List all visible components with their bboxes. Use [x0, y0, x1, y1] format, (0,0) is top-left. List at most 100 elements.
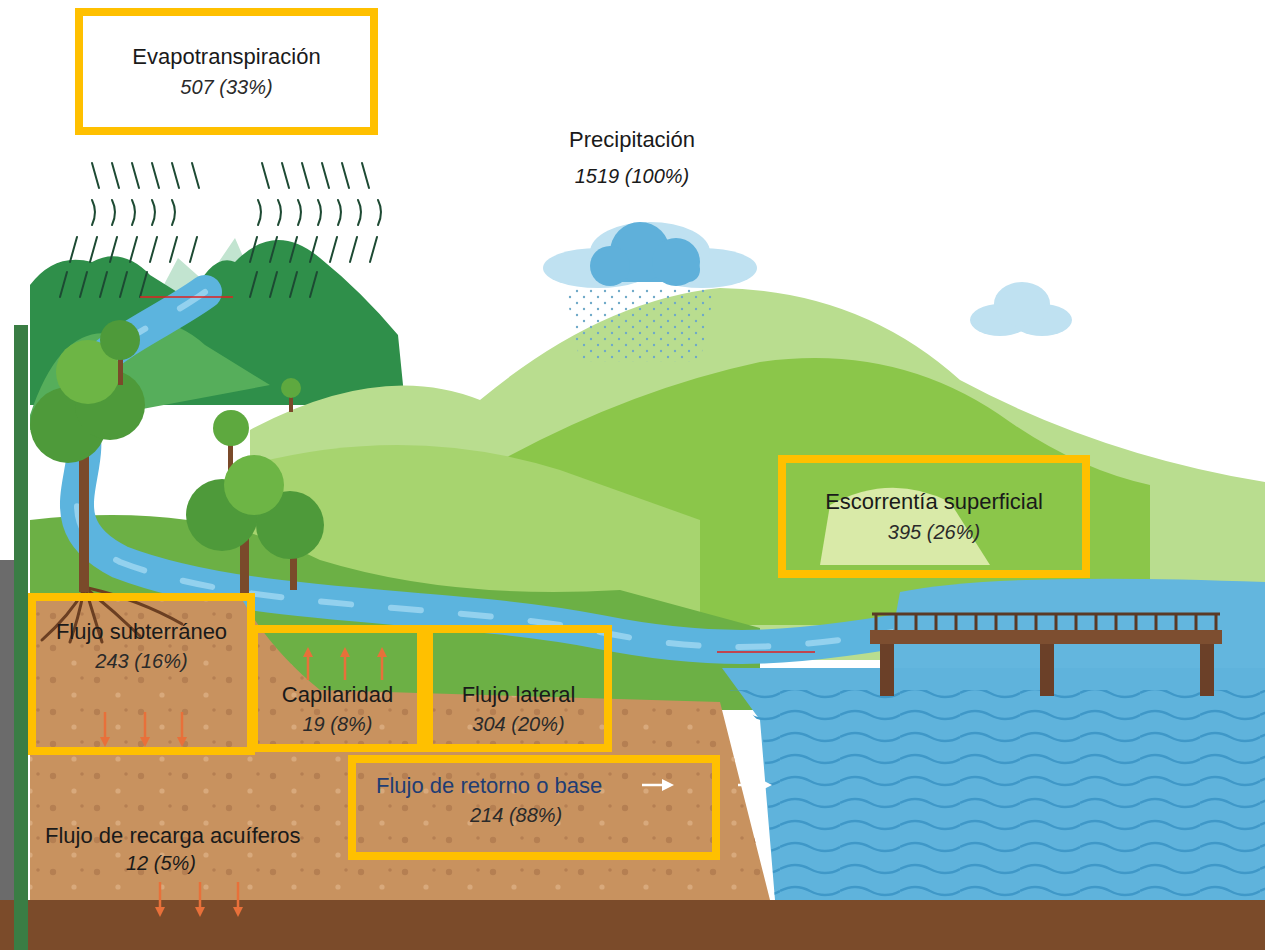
rain-strokes: [262, 163, 269, 188]
trees: [100, 320, 140, 360]
flow-value: 12 (5%): [126, 851, 196, 875]
left-frame: [0, 325, 28, 950]
rain-strokes: [258, 200, 261, 225]
bridge: [876, 614, 1216, 632]
flow-box: Flujo subterráneo 243 (16%): [28, 593, 255, 755]
flow-arrows: [144, 712, 147, 742]
rain-strokes: [378, 200, 381, 225]
rain-strokes: [92, 200, 95, 225]
base-flow-arrows: [738, 784, 766, 787]
flow-value: 19 (8%): [302, 712, 372, 736]
rain-strokes: [112, 163, 119, 188]
flow-arrows: [381, 652, 384, 680]
flow-name: Flujo lateral: [462, 682, 576, 708]
rain-strokes: [90, 237, 97, 262]
rain-strokes: [342, 163, 349, 188]
rain-strokes: [92, 163, 99, 188]
rain-strokes: [310, 237, 317, 262]
sea: [722, 668, 1265, 900]
flow-arrows: [237, 882, 240, 912]
clouds: [652, 238, 700, 286]
bridge: [975, 614, 978, 632]
rain-strokes: [250, 272, 257, 297]
rain-strokes: [282, 163, 289, 188]
rain-strokes: [152, 163, 159, 188]
rain-strokes: [322, 163, 329, 188]
rain-strokes: [290, 237, 297, 262]
bridge: [870, 630, 1222, 644]
rain-strokes: [172, 163, 179, 188]
trees: [281, 378, 301, 398]
rain-strokes: [278, 200, 281, 225]
rain-strokes: [60, 163, 381, 297]
bridge: [995, 614, 998, 632]
rain-strokes: [270, 272, 277, 297]
rain-strokes: [110, 237, 117, 262]
flow-value: 1519 (100%): [575, 164, 690, 188]
bridge: [870, 614, 1222, 696]
flow-value: 395 (26%): [888, 520, 980, 544]
bridge: [915, 614, 918, 632]
red-underlines: [140, 296, 233, 298]
flow-value: 304 (20%): [472, 712, 564, 736]
flow-arrows: [344, 652, 347, 680]
bridge: [880, 644, 894, 696]
flow-arrows: [199, 882, 202, 912]
flow-value: 507 (33%): [180, 75, 272, 99]
left-frame: [14, 325, 28, 950]
clouds: [565, 288, 715, 362]
rain-strokes: [358, 200, 361, 225]
flow-arrows: [181, 712, 184, 742]
bridge: [955, 614, 958, 632]
flow-name: Evapotranspiración: [132, 44, 320, 70]
bridge: [935, 614, 938, 632]
rain-strokes: [192, 163, 199, 188]
flow-box: Escorrentía superficial395 (26%): [778, 455, 1090, 578]
bridge: [895, 614, 898, 632]
rain-strokes: [150, 237, 157, 262]
sea: [730, 690, 1265, 900]
base-flow-arrows: [642, 784, 766, 787]
rain-strokes: [172, 200, 175, 225]
sea: [722, 668, 1265, 900]
base-flow-arrows: [642, 784, 668, 787]
trees: [213, 410, 249, 446]
flow-name: Flujo subterráneo: [56, 619, 227, 645]
flow-name: Precipitación: [569, 127, 695, 153]
rain-strokes: [362, 163, 369, 188]
clouds: [543, 222, 1072, 362]
bridge: [1075, 614, 1078, 632]
bridge: [1135, 614, 1138, 632]
clouds: [590, 246, 630, 286]
trees: [224, 455, 284, 515]
rain-strokes: [330, 237, 337, 262]
bridge: [1095, 614, 1098, 632]
rain-strokes: [338, 200, 341, 225]
flow-arrows: [307, 652, 310, 680]
flow-arrows: [104, 712, 107, 742]
bridge: [872, 613, 1220, 616]
rain-strokes: [270, 237, 277, 262]
bridge: [1215, 614, 1218, 632]
bridge: [1015, 614, 1018, 632]
rain-strokes: [132, 163, 139, 188]
rain-strokes: [370, 237, 377, 262]
red-underlines: [717, 651, 815, 653]
bridge: [1115, 614, 1118, 632]
rain-strokes: [298, 200, 301, 225]
flow-box: Evapotranspiración 507 (33%): [75, 8, 378, 135]
rain-strokes: [60, 272, 67, 297]
bridge: [1040, 644, 1054, 696]
flow-name: Capilaridad: [282, 682, 393, 708]
rain-strokes: [290, 272, 297, 297]
left-frame: [0, 560, 14, 900]
flow-value: 243 (16%): [95, 649, 187, 673]
rain-strokes: [112, 200, 115, 225]
bridge: [1175, 614, 1178, 632]
flow-box: Flujo lateral 304 (20%): [425, 625, 612, 752]
rain-strokes: [70, 237, 77, 262]
bridge: [1195, 614, 1198, 632]
bridge: [1200, 644, 1214, 696]
bridge: [875, 614, 878, 632]
